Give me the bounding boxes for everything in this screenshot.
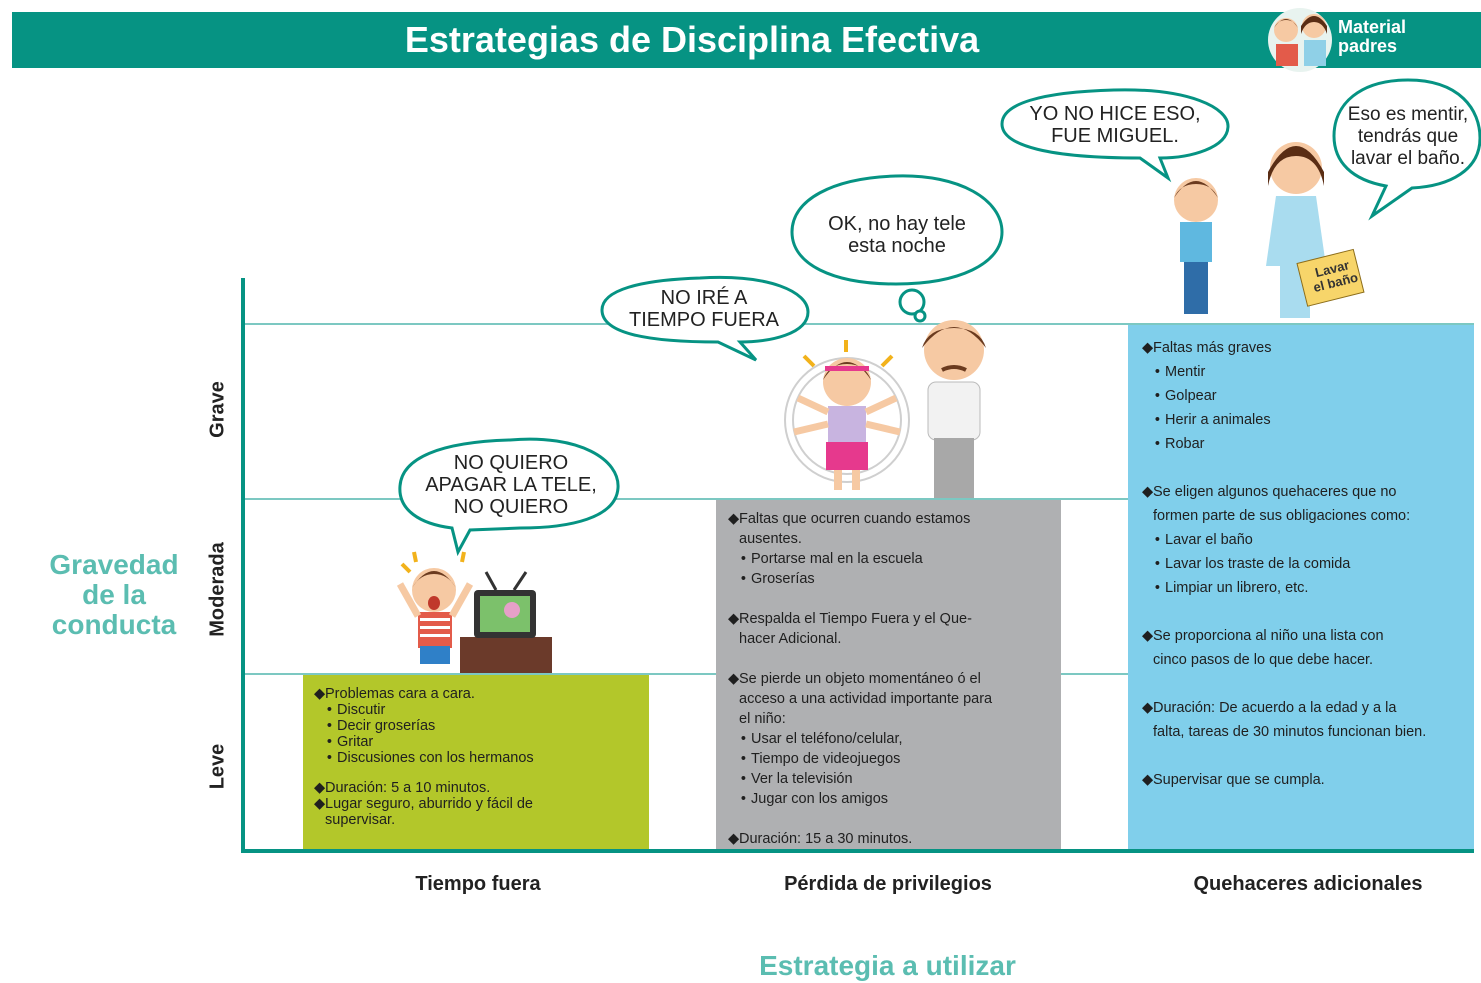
qh-p1: ◆Faltas más graves bbox=[1142, 340, 1272, 356]
bubble-tv-child-text: NO QUIERO APAGAR LA TELE, NO QUIERO bbox=[425, 452, 597, 518]
bubble-mother-text: Eso es mentir, tendrás que lavar el baño… bbox=[1347, 104, 1469, 169]
boy-figure bbox=[1174, 178, 1218, 314]
list-item: •Discusiones con los hermanos bbox=[326, 750, 534, 766]
list-item: •Lavar los traste de la comida bbox=[1154, 556, 1351, 572]
tiempo-fuera-text: ◆Problemas cara a cara. •Discutir •Decir… bbox=[314, 686, 644, 828]
qh-p3b: cinco pasos de lo que debe hacer. bbox=[1153, 652, 1374, 668]
privilegios-text: ◆Faltas que ocurren cuando estamos ausen… bbox=[728, 509, 1058, 849]
bubble-boy-shape bbox=[1000, 88, 1230, 183]
x-axis-line bbox=[241, 849, 1474, 853]
badge-line-1: Material bbox=[1338, 17, 1407, 37]
x-category-quehaceres: Quehaceres adicionales bbox=[1193, 873, 1423, 895]
y-title-line-3: conducta bbox=[51, 609, 177, 640]
page-title: Estrategias de Disciplina Efectiva bbox=[404, 19, 980, 60]
x-category-tiempo-fuera: Tiempo fuera bbox=[415, 873, 541, 895]
bubble-father-text: OK, no hay tele esta noche bbox=[828, 213, 966, 257]
x-axis-title: Estrategia a utilizar bbox=[759, 950, 1016, 981]
tiempo-fuera-box bbox=[303, 675, 649, 850]
material-padres-badge: Material padres bbox=[1338, 18, 1406, 56]
privilegios-box bbox=[716, 500, 1061, 850]
badge-line-2: padres bbox=[1338, 36, 1398, 56]
qh-p3: ◆Se proporciona al niño una lista con bbox=[1142, 628, 1384, 644]
tf-p2: ◆Duración: 5 a 10 minutos. bbox=[314, 780, 491, 796]
list-item: •Gritar bbox=[326, 734, 374, 750]
family-badge-icon bbox=[1268, 8, 1332, 72]
bubble-father-shape bbox=[790, 174, 1004, 323]
girl-figure bbox=[784, 340, 910, 490]
list-item: •Mentir bbox=[1154, 364, 1206, 380]
pp-list1: •Portarse mal en la escuela •Groserías bbox=[728, 549, 1058, 589]
pp-p2: ◆Respalda el Tiempo Fuera y el Que- bbox=[728, 611, 972, 627]
list-item: •Golpear bbox=[1154, 388, 1217, 404]
list-item: •Usar el teléfono/celular, bbox=[740, 731, 903, 747]
father-figure bbox=[922, 320, 986, 498]
list-item: •Herir a animales bbox=[1154, 412, 1271, 428]
pp-p3: ◆Se pierde un objeto momentáneo ó el bbox=[728, 671, 981, 687]
y-title-line-2: de la bbox=[82, 579, 146, 610]
list-item: •Robar bbox=[1154, 436, 1205, 452]
bubble-mother-shape bbox=[1332, 78, 1481, 221]
tv-child-figure bbox=[396, 551, 474, 664]
qh-list2: •Lavar el baño •Lavar los traste de la c… bbox=[1142, 528, 1472, 600]
y-title-line-1: Gravedad bbox=[49, 549, 179, 580]
bubble-girl-shape bbox=[600, 275, 810, 362]
list-item: •Decir groserías bbox=[326, 718, 436, 734]
y-axis-line bbox=[241, 278, 245, 853]
lavar-bano-sign bbox=[1296, 248, 1365, 307]
qh-p5: ◆Supervisar que se cumpla. bbox=[1142, 772, 1325, 788]
title-banner: Estrategias de Disciplina Efectiva bbox=[12, 12, 1481, 68]
list-item: •Portarse mal en la escuela bbox=[740, 551, 923, 567]
pp-p1: ◆Faltas que ocurren cuando estamos bbox=[728, 511, 971, 527]
qh-p4b: falta, tareas de 30 minutos funcionan bi… bbox=[1153, 724, 1427, 740]
list-item: •Tiempo de videojuegos bbox=[740, 751, 901, 767]
list-item: •Limpiar un librero, etc. bbox=[1154, 580, 1309, 596]
qh-p2: ◆Se eligen algunos quehaceres que no bbox=[1142, 484, 1397, 500]
pp-p2b: hacer Adicional. bbox=[739, 631, 842, 647]
tf-p1: ◆Problemas cara a cara. bbox=[314, 686, 475, 702]
moderada-level-line bbox=[244, 498, 1474, 500]
list-item: •Discutir bbox=[326, 702, 386, 718]
x-category-privilegios: Pérdida de privilegios bbox=[784, 873, 992, 895]
pp-p1b: ausentes. bbox=[739, 531, 802, 547]
tv-set bbox=[460, 571, 552, 673]
qh-p2b: formen parte de sus obligaciones como: bbox=[1153, 508, 1411, 524]
quehaceres-text: ◆Faltas más graves •Mentir •Golpear •Her… bbox=[1142, 336, 1472, 792]
pp-p3b: acceso a una actividad importante para bbox=[739, 691, 993, 707]
bubble-boy-text: YO NO HICE ESO, FUE MIGUEL. bbox=[1029, 103, 1201, 147]
tf-list: •Discutir •Decir groserías •Gritar •Disc… bbox=[314, 702, 644, 766]
tf-p3b: supervisar. bbox=[325, 812, 396, 828]
list-item: •Ver la televisión bbox=[740, 771, 853, 787]
pp-p4: ◆Duración: 15 a 30 minutos. bbox=[728, 831, 913, 847]
grave-level-line bbox=[244, 323, 1474, 325]
pp-list2: •Usar el teléfono/celular, •Tiempo de vi… bbox=[728, 729, 1058, 809]
quehaceres-box bbox=[1128, 325, 1474, 850]
qh-p4: ◆Duración: De acuerdo a la edad y a la bbox=[1142, 700, 1397, 716]
qh-list1: •Mentir •Golpear •Herir a animales •Roba… bbox=[1142, 360, 1472, 456]
list-item: •Groserías bbox=[740, 571, 815, 587]
bubble-girl-text: NO IRÉ A TIEMPO FUERA bbox=[628, 287, 779, 331]
y-axis-title: Gravedad de la conducta bbox=[28, 550, 200, 640]
tf-p3: ◆Lugar seguro, aburrido y fácil de bbox=[314, 796, 533, 812]
bubble-tv-child-shape bbox=[398, 437, 620, 557]
list-item: •Jugar con los amigos bbox=[740, 791, 889, 807]
pp-p3c: el niño: bbox=[739, 711, 786, 727]
list-item: •Lavar el baño bbox=[1154, 532, 1253, 548]
